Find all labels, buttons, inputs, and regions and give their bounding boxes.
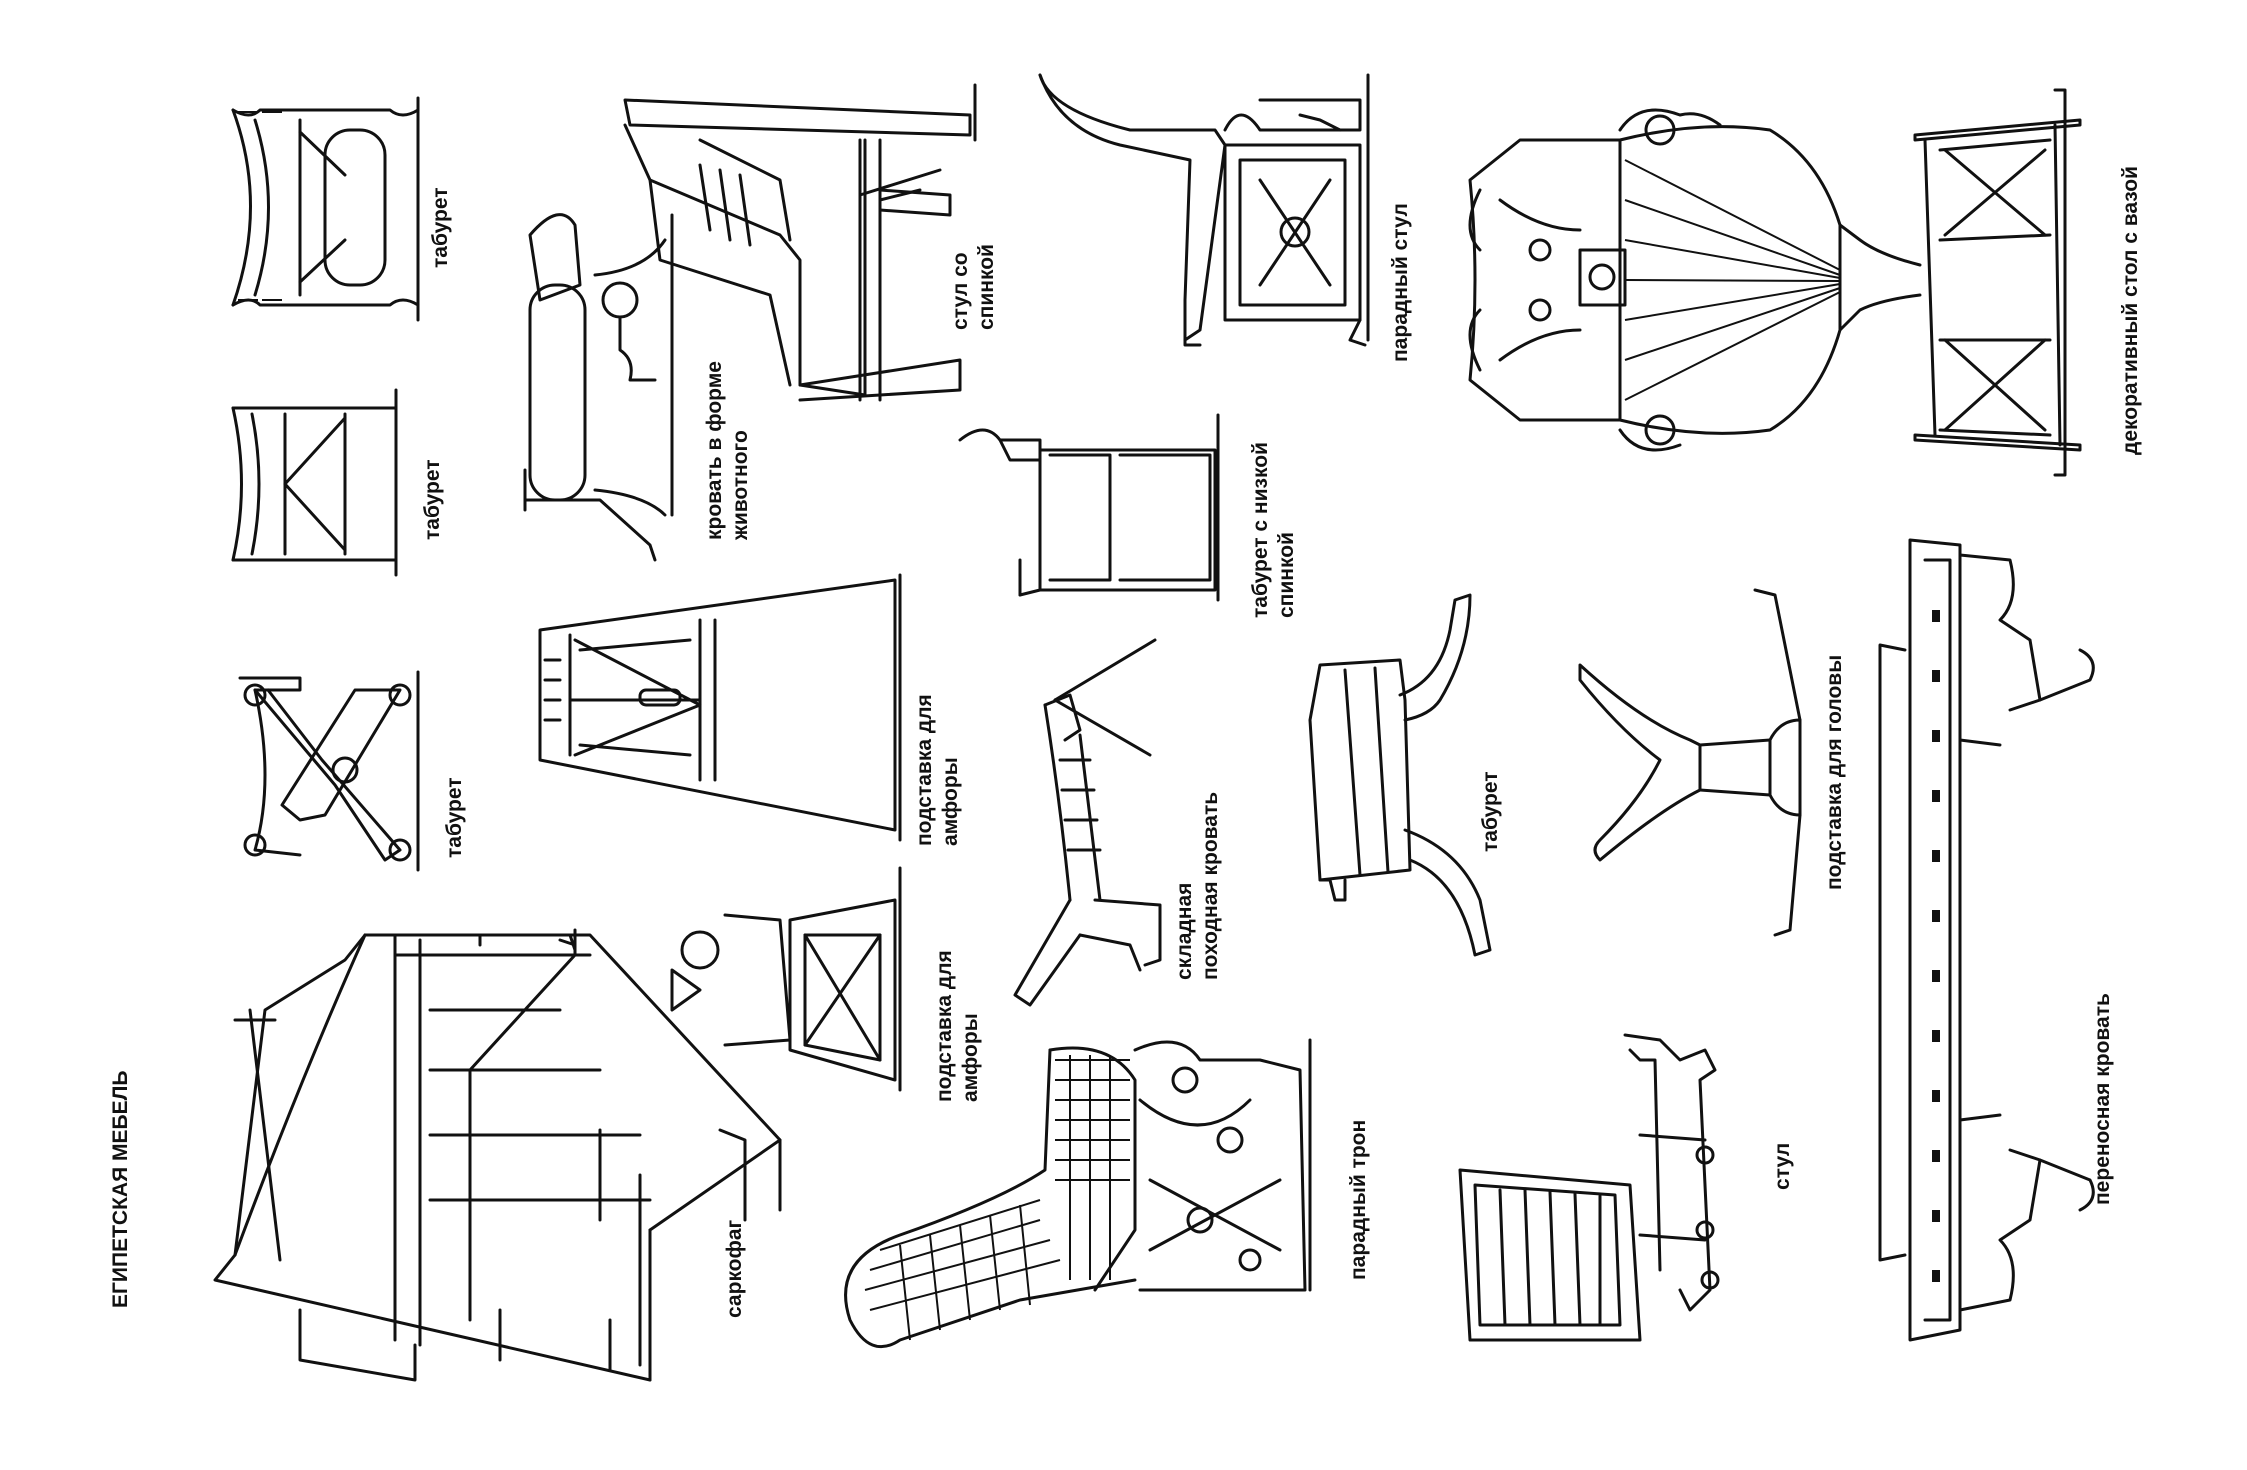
label-portable-bed: переносная кровать [2090, 993, 2116, 1205]
amphora-stand-1-drawing [538, 573, 902, 842]
stool-4-drawing [1308, 593, 1492, 957]
ceremonial-throne-drawing [844, 1038, 1312, 1349]
label-line: спинкой [975, 244, 998, 330]
headrest-drawing [1578, 588, 1802, 937]
label-stool-3: табурет [442, 777, 468, 858]
label-line: табурет [1479, 771, 1502, 852]
label-amphora-stand-2: подставка для амфоры [932, 950, 984, 1102]
label-amphora-stand-1: подставка для амфоры [912, 694, 964, 846]
amphora-stand-2-drawing [670, 866, 902, 1092]
chair-drawing [1458, 1033, 1720, 1342]
animal-bed-drawing [523, 213, 674, 562]
label-line: походная кровать [1199, 791, 1222, 980]
label-line: животного [729, 430, 752, 540]
label-vase-table: декоративный стол с вазой [2118, 166, 2144, 455]
label-animal-bed: кровать в форме животного [702, 361, 754, 540]
label-stool-1: табурет [428, 187, 454, 268]
label-line: парадный трон [1347, 1119, 1370, 1280]
chair-with-back-drawing [623, 83, 977, 402]
label-chair: стул [1770, 1143, 1796, 1190]
label-line: переносная кровать [2091, 993, 2114, 1205]
folding-bed-drawing [1013, 638, 1162, 1007]
label-line: табурет [429, 187, 452, 268]
low-back-stool-drawing [958, 413, 1220, 602]
portable-bed-drawing [1878, 538, 2095, 1342]
label-headrest: подставка для головы [1822, 655, 1848, 890]
label-folding-bed: складная походная кровать [1172, 792, 1224, 980]
label-line: парадный стул [1389, 203, 1412, 362]
label-line: спинкой [1275, 532, 1298, 618]
stool-1-drawing [231, 96, 420, 322]
sarcophagus-drawing [213, 928, 782, 1382]
label-line: кровать в форме [703, 361, 726, 540]
label-line: декоративный стол с вазой [2119, 166, 2142, 455]
label-line: саркофаг [723, 1219, 746, 1318]
ceremonial-chair-drawing [1038, 73, 1370, 347]
label-line: стул со [949, 252, 972, 330]
vase-table-drawing [1468, 88, 2082, 477]
label-line: табурет с низкой [1249, 442, 1272, 618]
label-line: амфоры [959, 1013, 982, 1102]
label-line: складная [1173, 882, 1196, 980]
label-line: подставка для [913, 694, 936, 846]
label-chair-with-back: стул со спинкой [948, 244, 1000, 330]
label-ceremonial-chair: парадный стул [1388, 203, 1414, 362]
label-line: стул [1771, 1142, 1794, 1190]
label-low-back-stool: табурет с низкой спинкой [1248, 442, 1300, 618]
label-line: подставка для [933, 950, 956, 1102]
label-line: подставка для головы [1823, 654, 1846, 890]
label-sarcophagus: саркофаг [722, 1220, 748, 1318]
label-stool-4: табурет [1478, 771, 1504, 852]
label-line: табурет [421, 459, 444, 540]
label-stool-2: табурет [420, 459, 446, 540]
page-title: ЕГИПЕТСКАЯ МЕБЕЛЬ [109, 1070, 132, 1308]
label-line: табурет [443, 777, 466, 858]
label-ceremonial-throne: парадный трон [1346, 1120, 1372, 1280]
stool-3-drawing [238, 670, 420, 872]
label-line: амфоры [939, 757, 962, 846]
stool-2-drawing [231, 388, 398, 577]
